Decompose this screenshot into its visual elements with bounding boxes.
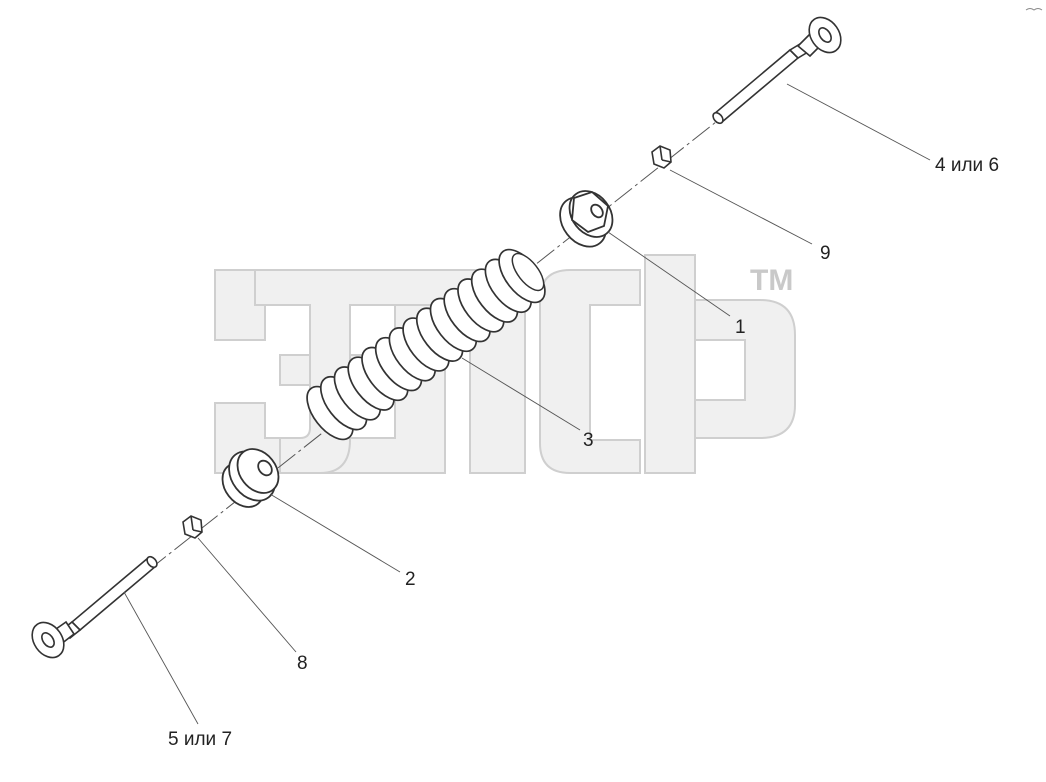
callout-9: 9 xyxy=(820,243,831,264)
leader-line-3 xyxy=(461,357,581,431)
callout-4-or-6: 4 или 6 xyxy=(935,155,1000,176)
leader-line-2 xyxy=(269,493,401,573)
watermark-letter-s xyxy=(539,269,641,474)
callout-8: 8 xyxy=(297,653,308,674)
leader-line-9 xyxy=(669,169,813,245)
callout-3: 3 xyxy=(583,430,594,451)
watermark-letter-f-bowl xyxy=(694,299,796,439)
trademark-label: TM xyxy=(750,264,794,297)
leader-line-4-6 xyxy=(786,83,931,161)
nut-bottom xyxy=(182,515,203,539)
bushing-bottom xyxy=(221,448,280,508)
leader-line-1 xyxy=(607,231,731,317)
callout-5-or-7: 5 или 7 xyxy=(168,729,233,750)
nut-top xyxy=(651,145,672,169)
spring-open-end xyxy=(511,252,545,292)
rod-end-bottom xyxy=(31,555,158,659)
coil-spring xyxy=(306,248,546,441)
corner-mark xyxy=(1025,8,1043,11)
leader-line-8 xyxy=(197,537,297,653)
bushing-top xyxy=(559,190,614,248)
leader-line-5-7 xyxy=(123,591,199,725)
callout-2: 2 xyxy=(405,569,416,590)
watermark-letter-f-stem xyxy=(644,254,696,474)
callout-1: 1 xyxy=(735,317,746,338)
leader-lines xyxy=(123,83,931,725)
rod-end-top xyxy=(712,16,842,125)
